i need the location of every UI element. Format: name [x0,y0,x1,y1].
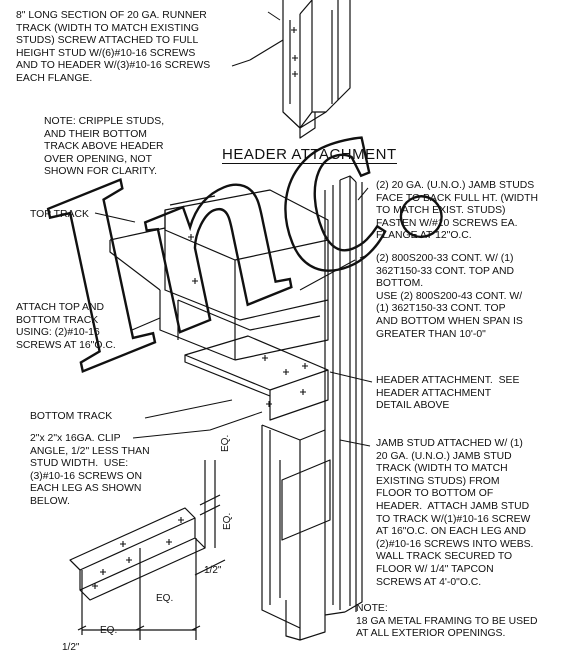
dim-eq-vertical: EQ. [220,435,231,452]
note-runner-track: 8" LONG SECTION OF 20 GA. RUNNER TRACK (… [16,10,211,84]
dim-eq-vertical-2: EQ. [222,513,233,530]
note-exterior-openings: NOTE: 18 GA METAL FRAMING TO BE USED AT … [356,603,538,640]
dim-eq-2: EQ. [100,625,117,636]
note-header-attachment-ref: HEADER ATTACHMENT. SEE HEADER ATTACHMENT… [376,375,520,412]
dim-half-inch-1: 1/2" [204,565,222,576]
leader-lines [94,11,373,447]
note-bottom-track: BOTTOM TRACK [30,411,113,422]
dim-eq-1: EQ. [156,593,173,604]
note-jamb-attach: JAMB STUD ATTACHED W/ (1) 20 GA. (U.N.O.… [376,438,534,588]
note-clip-angle: 2"x 2"x 16GA. CLIP ANGLE, 1/2" LESS THAN… [30,433,150,507]
note-top-track: TOP TRACK [30,209,89,220]
runner-track-detail [249,0,351,139]
drawing-title: HEADER ATTACHMENT [222,146,397,164]
dim-half-inch-2: 1/2" [62,642,80,653]
note-header-members: (2) 800S200-33 CONT. W/ (1) 362T150-33 C… [376,253,523,340]
jamb-stud-track [261,424,331,641]
header-assembly [109,189,329,361]
note-attach-track: ATTACH TOP AND BOTTOM TRACK USING: (2)#1… [16,302,116,351]
full-height-jamb-studs [324,175,363,616]
note-jamb-studs: (2) 20 GA. (U.N.O.) JAMB STUDS FACE TO B… [376,180,539,242]
clip-angle-detail [69,460,226,640]
bottom-track-plate [184,335,329,421]
note-cripple-studs: NOTE: CRIPPLE STUDS, AND THEIR BOTTOM TR… [44,116,165,178]
